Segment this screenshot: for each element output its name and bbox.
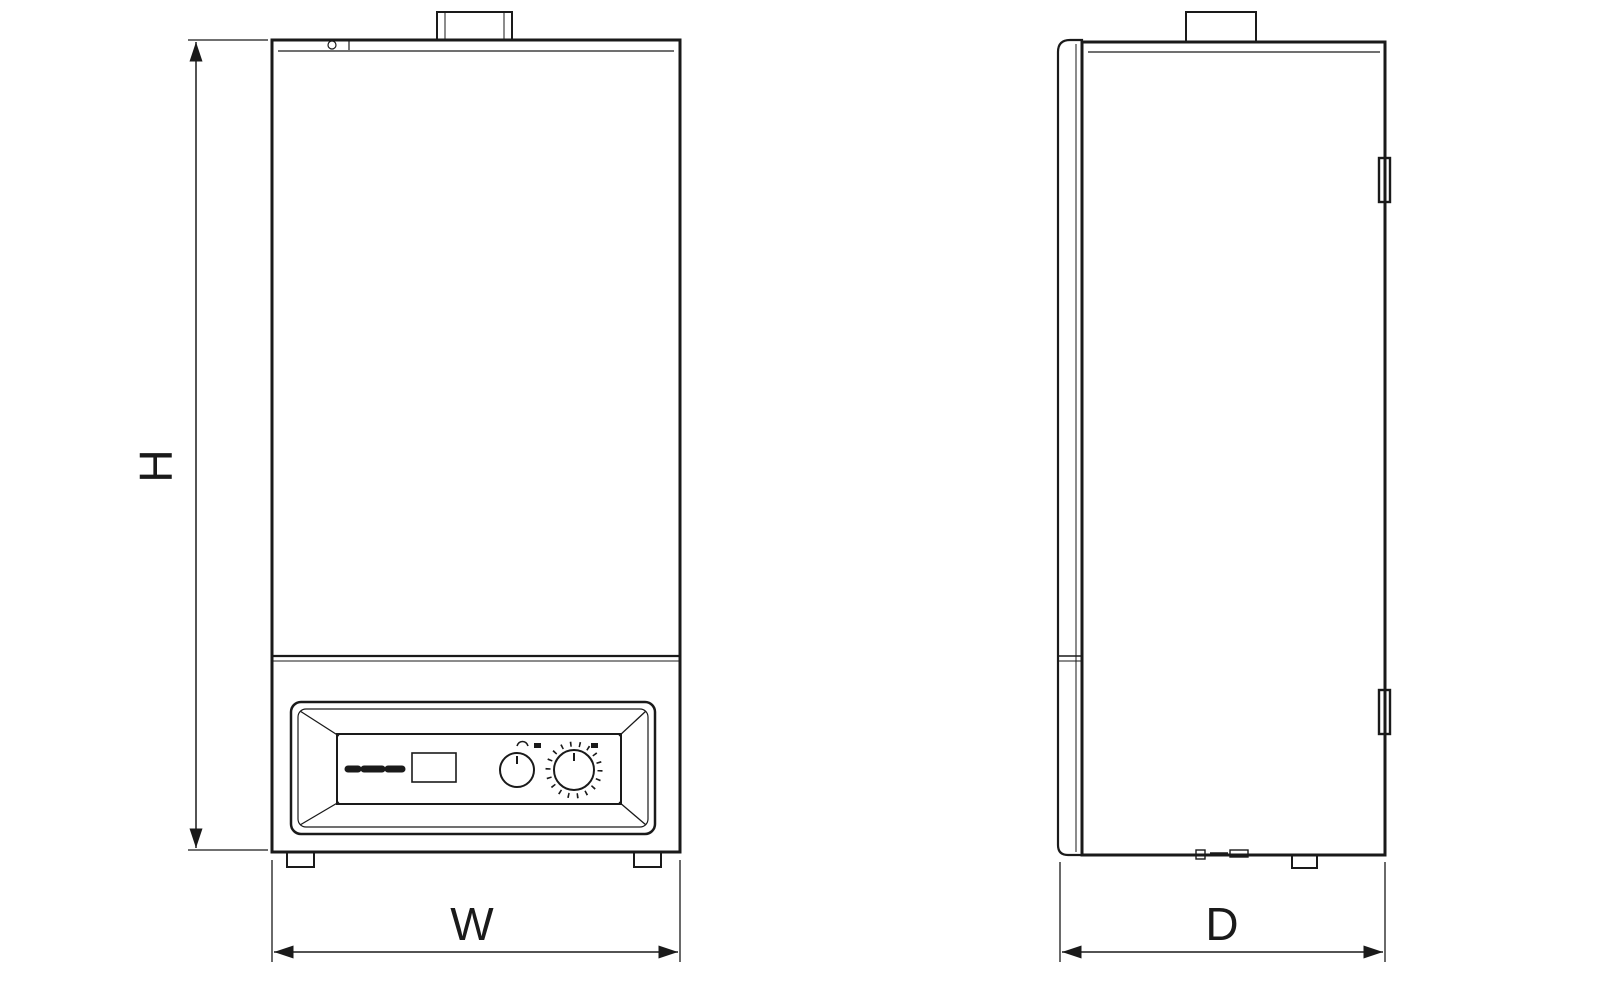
dimension-width: W bbox=[271, 860, 681, 962]
front-left-foot bbox=[286, 851, 315, 868]
flue-collar-front-body bbox=[436, 11, 513, 41]
right-knob bbox=[545, 741, 603, 799]
panel-bevel-line bbox=[299, 801, 340, 826]
flue-collar-front bbox=[436, 11, 513, 41]
front-right-foot bbox=[633, 851, 662, 868]
control-panel-mid-frame bbox=[297, 708, 649, 828]
top-screw-icon bbox=[327, 40, 337, 50]
flue-collar-side bbox=[1185, 11, 1257, 43]
height-dimension-label: H bbox=[130, 449, 182, 482]
side-view bbox=[1056, 11, 1392, 869]
width-dimension-label: W bbox=[450, 898, 494, 950]
panel-bevel-line bbox=[299, 710, 340, 737]
side-foot bbox=[1291, 854, 1318, 869]
front-view bbox=[270, 11, 682, 868]
panel-bevel-line bbox=[618, 801, 647, 826]
right-knob-tick-ring bbox=[545, 741, 603, 799]
dimension-height: H bbox=[130, 39, 268, 851]
side-door-edge bbox=[1056, 38, 1084, 857]
front-cabinet bbox=[270, 38, 682, 854]
control-panel-outer-frame bbox=[289, 700, 657, 836]
depth-dimension-label: D bbox=[1205, 898, 1238, 950]
control-panel-face bbox=[336, 733, 622, 805]
panel-bevel-line bbox=[618, 710, 647, 737]
side-bottom-details bbox=[1195, 849, 1318, 869]
side-cabinet bbox=[1080, 40, 1387, 857]
radiator-icon bbox=[591, 743, 598, 748]
display-window bbox=[411, 752, 457, 783]
wall-bracket-tab-upper bbox=[1377, 156, 1392, 204]
bottom-pipe-stub bbox=[1195, 849, 1206, 860]
dimension-depth: D bbox=[1059, 862, 1386, 962]
control-panel bbox=[289, 700, 657, 836]
max-mark-icon bbox=[534, 743, 541, 748]
left-knob bbox=[499, 752, 535, 788]
wall-bracket-tab-lower bbox=[1377, 688, 1392, 736]
tap-icon bbox=[516, 740, 529, 747]
bottom-pipe-stub bbox=[1229, 849, 1249, 858]
